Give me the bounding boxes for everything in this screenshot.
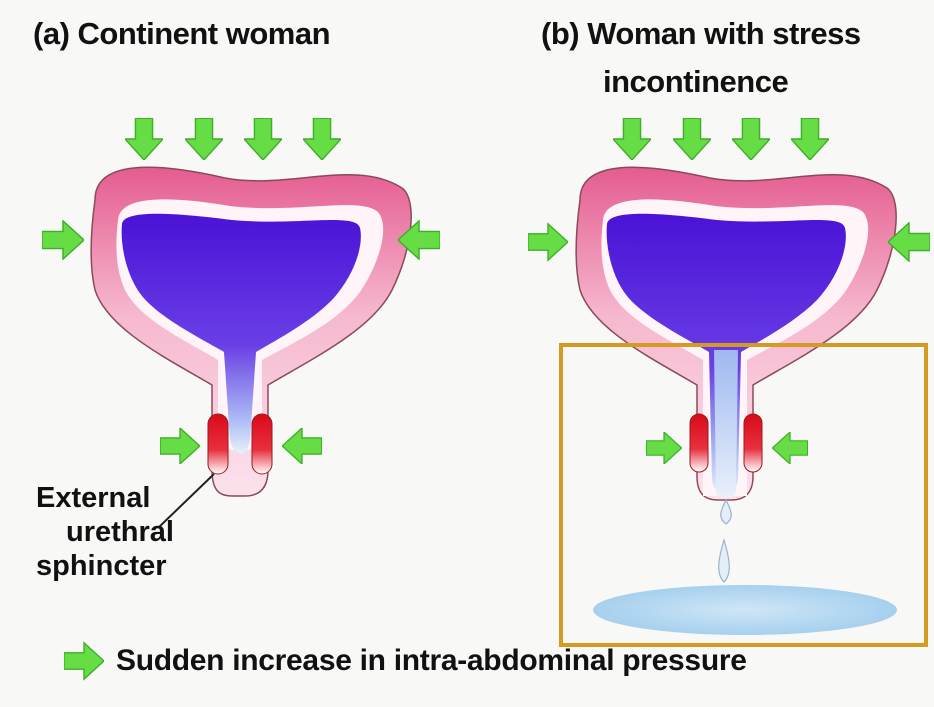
legend-arrow (64, 643, 104, 679)
panel-b-title: (b) Woman with stress (541, 14, 861, 54)
sphincter-label-line2: urethral (66, 516, 174, 549)
urine-stream-b (714, 350, 738, 498)
legend-label: Sudden increase in intra-abdominal press… (116, 641, 747, 681)
sphincter-label-line3: sphincter (36, 550, 167, 583)
down-arrow-icon (732, 118, 770, 160)
bladder-b (576, 167, 896, 500)
panel-a-title: (a) Continent woman (33, 14, 330, 54)
down-arrow-icon (791, 118, 829, 160)
droplet-upper (721, 500, 732, 524)
down-arrow-icon (673, 118, 711, 160)
right-arrow-icon (528, 224, 568, 260)
down-arrow-icon (125, 118, 163, 160)
left-arrow-icon (772, 432, 807, 464)
bladder-a (91, 167, 411, 496)
right-arrow-icon (160, 428, 200, 464)
left-sphincter-b (690, 414, 708, 472)
droplet-lower (719, 540, 730, 582)
panel-b-title-line2: incontinence (603, 62, 788, 102)
right-arrow-icon (42, 221, 84, 259)
down-arrow-icon (613, 118, 651, 160)
sphincter-label-line1: External (36, 482, 150, 515)
right-arrow-icon (646, 432, 681, 464)
down-arrow-icon (244, 118, 282, 160)
green-arrow-icon (64, 643, 104, 679)
right-sphincter-a (252, 414, 272, 474)
urine-puddle (593, 585, 897, 635)
down-arrow-icon (303, 118, 341, 160)
right-sphincter-b (744, 414, 762, 472)
left-sphincter-a (208, 414, 228, 474)
left-arrow-icon (282, 428, 322, 464)
down-arrow-icon (185, 118, 223, 160)
